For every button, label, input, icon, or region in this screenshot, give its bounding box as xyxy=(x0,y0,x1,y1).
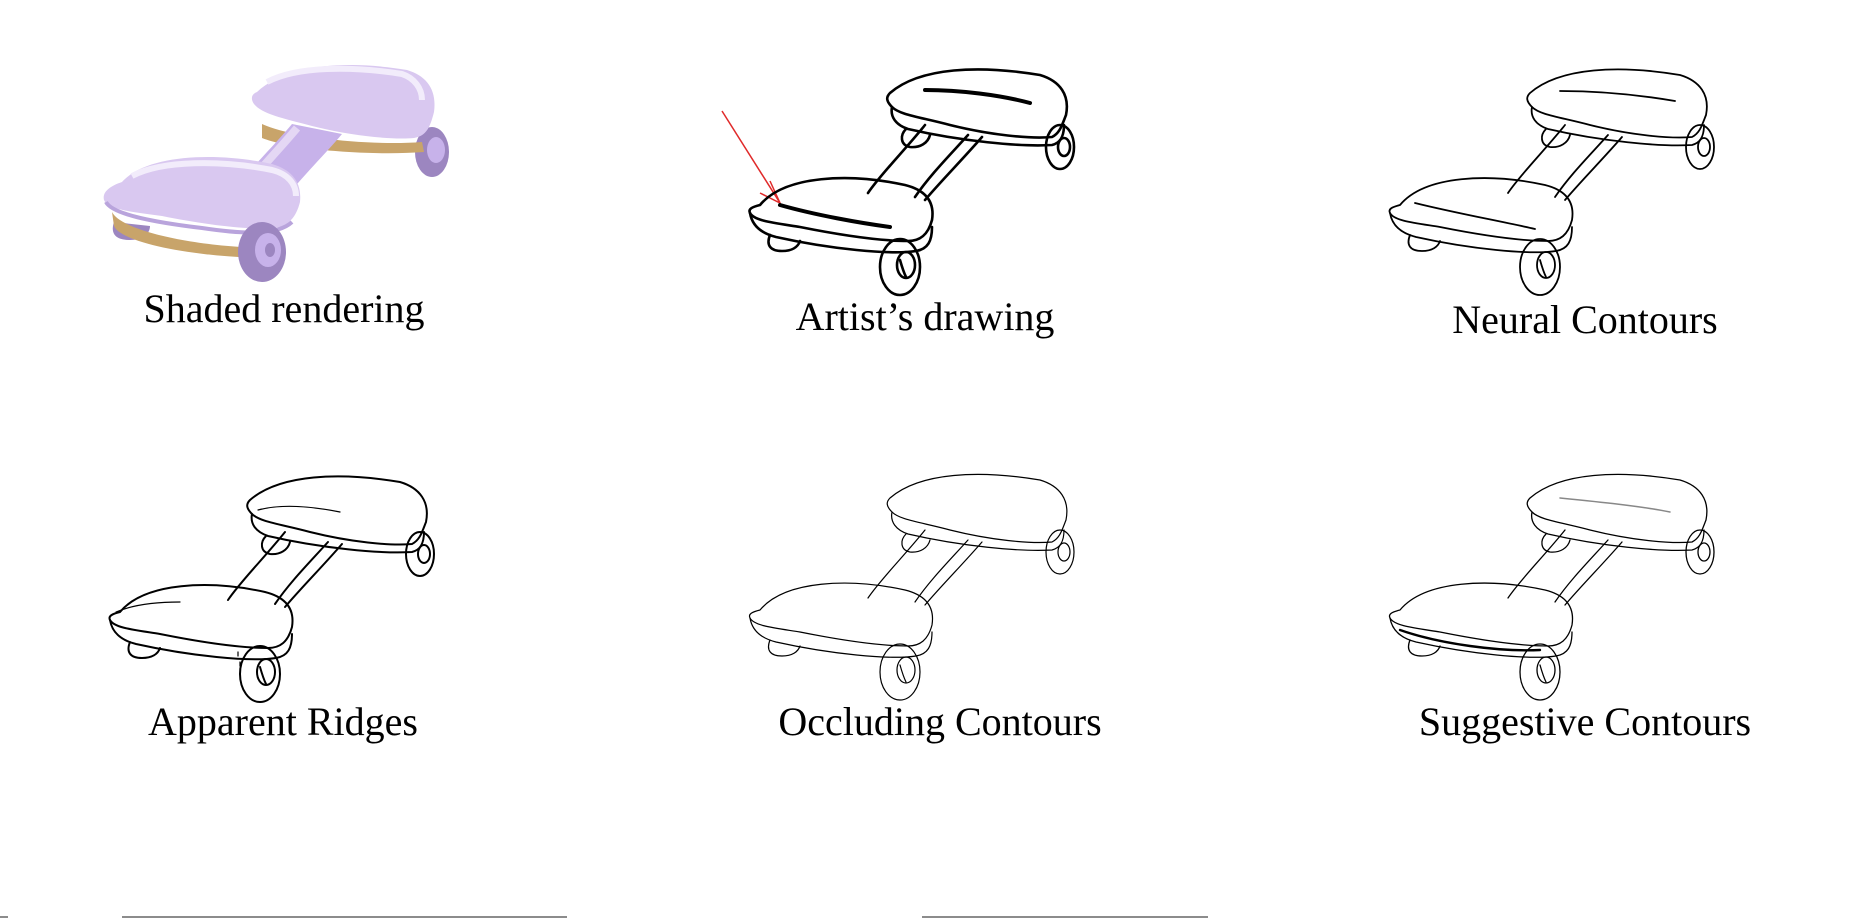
shaded-skateboard-illustration xyxy=(103,65,449,282)
neural-skateboard-drawing xyxy=(1388,68,1715,296)
artist-skateboard-drawing xyxy=(748,68,1076,297)
caption-artist: Artist’s drawing xyxy=(796,294,1055,339)
occluding-skateboard-drawing xyxy=(748,473,1075,701)
panel-suggestive: Suggestive Contours xyxy=(1388,473,1751,744)
caption-occluding: Occluding Contours xyxy=(778,699,1101,744)
panel-occluding: Occluding Contours xyxy=(748,473,1102,744)
artist-arrow-icon xyxy=(721,110,782,205)
caption-neural: Neural Contours xyxy=(1452,297,1718,342)
panel-artist: Artist’s drawing xyxy=(721,68,1076,339)
caption-suggestive: Suggestive Contours xyxy=(1419,699,1751,744)
ridges-skateboard-drawing xyxy=(108,475,436,703)
panel-neural: Neural Contours xyxy=(1388,68,1718,342)
panel-shaded: Shaded rendering xyxy=(103,65,449,331)
panel-ridges: Apparent Ridges xyxy=(108,475,436,744)
caption-ridges: Apparent Ridges xyxy=(148,699,418,744)
caption-shaded: Shaded rendering xyxy=(143,286,424,331)
suggestive-skateboard-drawing xyxy=(1388,473,1715,701)
